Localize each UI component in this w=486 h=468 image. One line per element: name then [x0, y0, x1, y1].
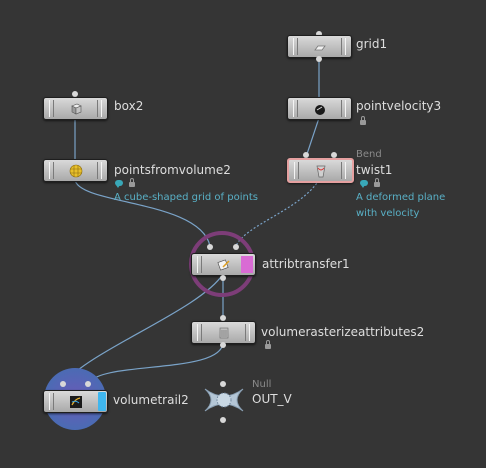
- out-output-port[interactable]: [220, 417, 226, 423]
- node-volumetrail-label: volumetrail2: [113, 393, 189, 407]
- node-box[interactable]: [43, 97, 108, 120]
- node-pointsfromvolume-comment: A cube-shaped grid of points: [114, 192, 258, 203]
- node-out-label: OUT_V: [252, 392, 292, 406]
- node-out-type: Null: [252, 379, 272, 390]
- node-box-label: box2: [114, 99, 144, 113]
- comment-icon[interactable]: [115, 180, 123, 188]
- volumerasterize-output-port[interactable]: [220, 342, 226, 348]
- attribtransfer-input-port-2[interactable]: [233, 244, 239, 250]
- volumetrail-input-port-2[interactable]: [85, 381, 91, 387]
- box-icon: [70, 103, 82, 114]
- grid-output-port[interactable]: [316, 56, 322, 62]
- lock-icon[interactable]: [129, 178, 135, 187]
- attribtransfer-output-port[interactable]: [220, 275, 226, 281]
- attribtransfer-input-port[interactable]: [207, 244, 213, 250]
- pointsfromvolume-icon: [69, 164, 82, 177]
- wire-pointvelocity-to-twist: [305, 117, 320, 158]
- grid-input-port[interactable]: [316, 31, 322, 37]
- volumetrail-icon: [69, 395, 82, 408]
- node-grid[interactable]: [287, 35, 352, 58]
- node-pointvelocity-label: pointvelocity3: [356, 99, 442, 113]
- display-flag[interactable]: [98, 392, 106, 411]
- node-attribtransfer[interactable]: [191, 253, 256, 276]
- pointvelocity-icon: [314, 104, 325, 115]
- null-icon[interactable]: [201, 385, 247, 415]
- node-pointvelocity[interactable]: [287, 97, 352, 120]
- lock-icon[interactable]: [265, 340, 271, 349]
- node-grid-label: grid1: [356, 37, 388, 51]
- node-twist-comment: A deformed plane with velocity: [356, 192, 446, 219]
- wire-volumerasterize-to-volumetrail: [87, 341, 224, 385]
- node-volumetrail[interactable]: [43, 390, 108, 413]
- volumerasterize-icon: [219, 327, 228, 338]
- template-flag[interactable]: [241, 256, 253, 273]
- node-volumerasterize-label: volumerasterizeattributes2: [261, 325, 425, 339]
- node-twist-type: Bend: [356, 149, 382, 160]
- lock-icon[interactable]: [360, 116, 366, 125]
- volumerasterize-input-port[interactable]: [220, 315, 226, 321]
- node-pointsfromvolume-label: pointsfromvolume2: [114, 163, 231, 177]
- node-twist[interactable]: [287, 158, 354, 183]
- node-twist-label: twist1: [356, 163, 393, 177]
- out-input-port[interactable]: [220, 381, 226, 387]
- comment-icon[interactable]: [360, 180, 368, 188]
- volumetrail-input-port[interactable]: [60, 381, 66, 387]
- twist-input-port[interactable]: [303, 152, 309, 158]
- node-pointsfromvolume[interactable]: [43, 159, 108, 182]
- box-input-port[interactable]: [72, 91, 78, 97]
- wire-pointsfromvolume-to-attribtransfer: [74, 179, 211, 247]
- attribtransfer-icon: [216, 258, 230, 271]
- twist-icon: [316, 165, 325, 177]
- node-attribtransfer-label: attribtransfer1: [262, 257, 350, 271]
- grid-icon: [313, 45, 326, 50]
- twist-input-port-2[interactable]: [331, 152, 337, 158]
- node-volumerasterize[interactable]: [191, 321, 256, 344]
- lock-icon[interactable]: [374, 178, 380, 187]
